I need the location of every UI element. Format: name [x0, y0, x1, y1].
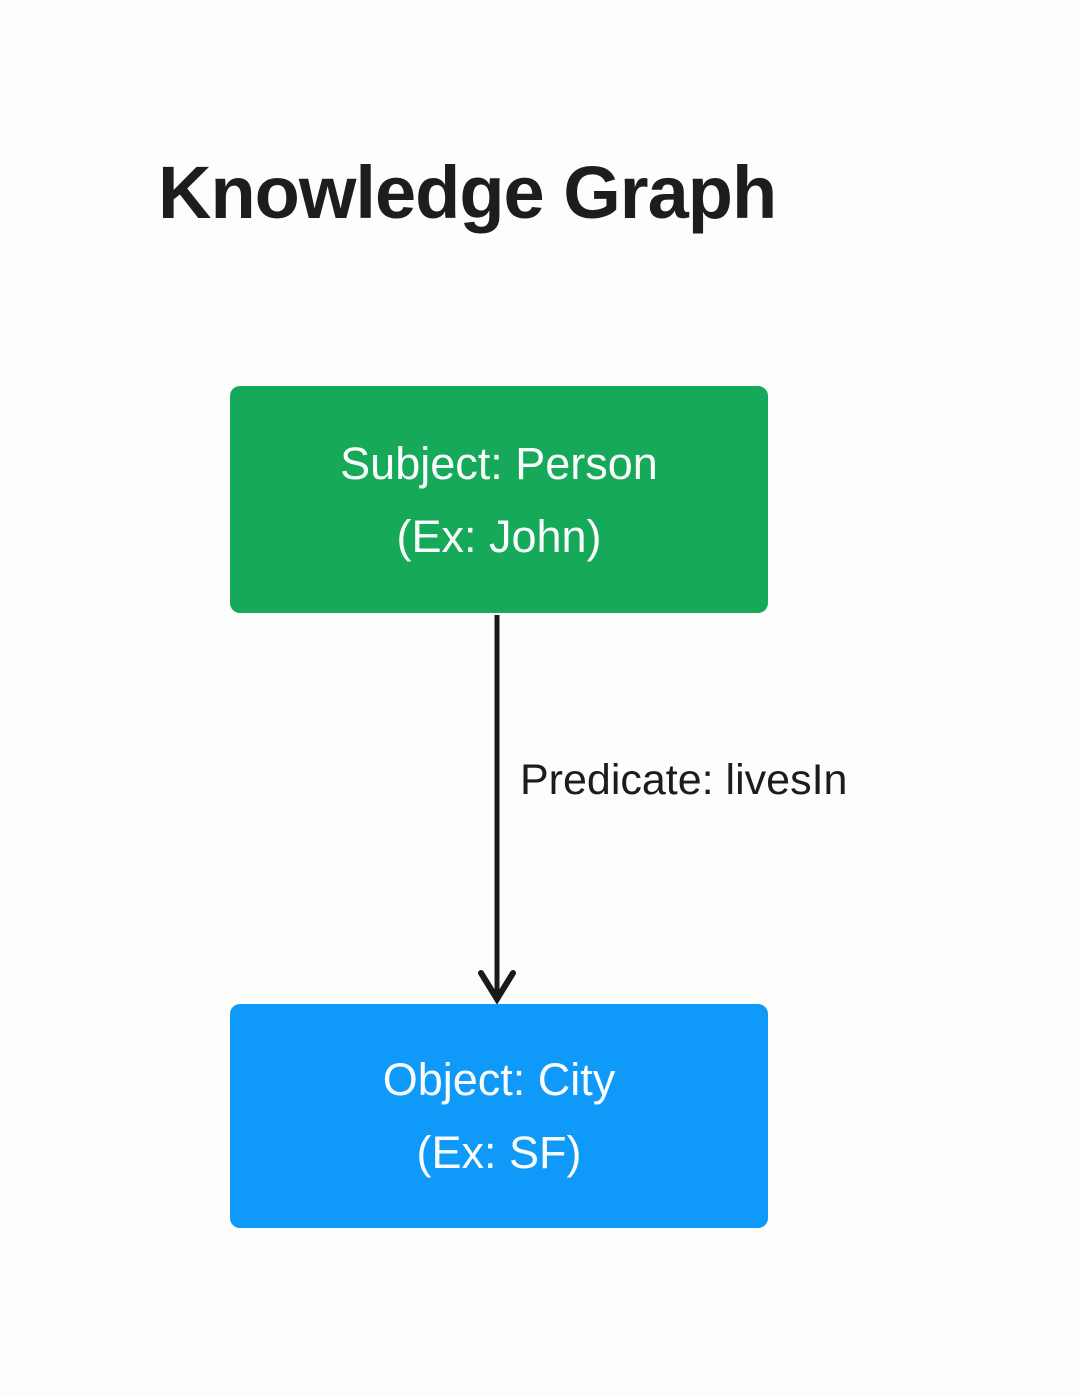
- diagram-title: Knowledge Graph: [158, 151, 777, 234]
- object-node: Object: City (Ex: SF): [230, 1004, 768, 1228]
- subject-node: Subject: Person (Ex: John): [230, 386, 768, 613]
- arrowhead-down-icon: [478, 970, 516, 1005]
- object-node-line2: (Ex: SF): [416, 1127, 582, 1178]
- subject-node-line2: (Ex: John): [396, 510, 602, 562]
- object-node-line1: Object: City: [382, 1054, 616, 1105]
- subject-node-line1: Subject: Person: [340, 437, 658, 489]
- edge-arrow-icon: [478, 615, 516, 1005]
- edge-label: Predicate: livesIn: [520, 756, 848, 804]
